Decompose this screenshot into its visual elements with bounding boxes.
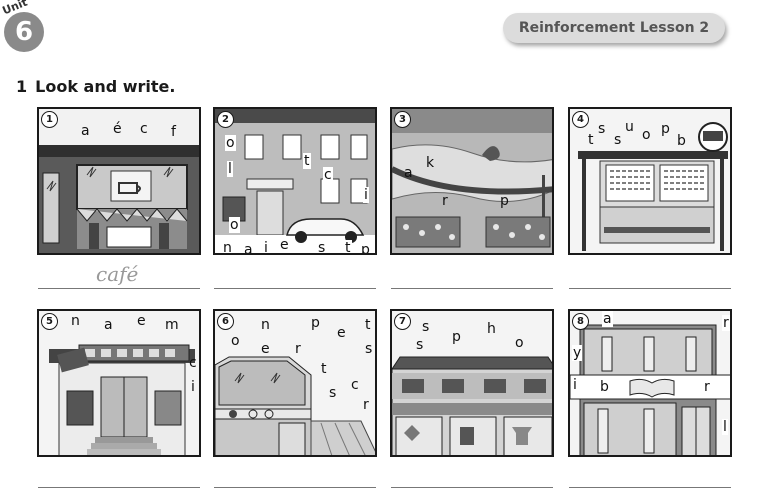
letter-tile: p	[500, 193, 509, 209]
picture-card-4: 4 t s u o p b s	[568, 107, 732, 255]
answer-line-1[interactable]	[38, 288, 200, 289]
letter-tile: i	[363, 187, 369, 203]
letter-tile: s	[365, 341, 373, 357]
letter-tile: o	[225, 135, 236, 151]
letter-tile: t	[344, 240, 352, 255]
letter-tile: s	[614, 132, 622, 148]
card-number: 2	[217, 111, 234, 128]
letter-tile: m	[165, 317, 179, 333]
letter-tile: f	[171, 124, 176, 140]
letter-tile: y	[572, 345, 583, 361]
letter-tile: s	[422, 319, 430, 335]
unit-number: 6	[4, 12, 44, 52]
card-number: 1	[41, 111, 58, 128]
letter-tile: b	[677, 133, 686, 149]
letter-tile: s	[598, 121, 606, 137]
letter-tile: i	[191, 379, 195, 395]
letter-tile: t	[588, 132, 594, 148]
letter-tile: e	[261, 341, 270, 357]
card-number: 4	[572, 111, 589, 128]
answer-line-6[interactable]	[214, 487, 376, 488]
letter-tile: o	[231, 333, 240, 349]
letter-tile: a	[602, 311, 613, 327]
letter-tile: r	[722, 315, 730, 331]
picture-card-6: 6 n p e t o e r t s s c r	[213, 309, 377, 457]
unit-badge: Unit 6	[0, 0, 48, 56]
answer-line-2[interactable]	[214, 288, 376, 289]
letter-tile: t	[365, 317, 371, 333]
letter-tile: p	[452, 329, 461, 345]
answer-line-5[interactable]	[38, 487, 200, 488]
letter-tile: l	[227, 161, 233, 177]
letter-tile: o	[515, 335, 524, 351]
picture-card-3: 3 a k r p	[390, 107, 554, 255]
letter-tile: c	[140, 121, 148, 137]
library-illustration	[570, 311, 730, 455]
letter-tile: p	[311, 315, 320, 331]
letter-tile: n	[261, 317, 270, 333]
letter-tile: p	[360, 242, 371, 253]
letter-tile: a	[104, 317, 113, 333]
letter-tile: c	[323, 167, 333, 183]
card-number: 5	[41, 313, 58, 330]
exercise-number: 1	[16, 77, 28, 96]
answer-line-8[interactable]	[569, 487, 731, 488]
card-number: 6	[217, 313, 234, 330]
letter-tile: p	[661, 121, 670, 137]
letter-tile: n	[222, 240, 233, 255]
letter-tile: e	[337, 325, 346, 341]
letter-tile: c	[351, 377, 359, 393]
letter-tile: t	[321, 361, 327, 377]
letter-tile: b	[600, 379, 609, 395]
answer-line-7[interactable]	[391, 487, 553, 488]
letter-tile: i	[263, 240, 269, 255]
answer-example: café	[96, 262, 139, 286]
exercise-instruction: Look and write.	[35, 77, 176, 96]
letter-tile: t	[303, 153, 311, 169]
picture-card-2: 2 o l t c i o n a i e s t p	[213, 107, 377, 255]
letter-tile: o	[642, 127, 651, 143]
letter-tile: a	[243, 242, 254, 253]
letter-tile: r	[363, 397, 369, 413]
exercise-heading: 1 Look and write.	[16, 77, 175, 96]
cafe-illustration	[39, 109, 199, 253]
letter-tile: i	[572, 377, 578, 393]
answer-line-3[interactable]	[391, 288, 553, 289]
picture-card-7: 7 s p h o s	[390, 309, 554, 457]
card-number: 8	[572, 313, 589, 330]
shops-illustration	[392, 311, 552, 455]
letter-tile: r	[295, 341, 301, 357]
picture-card-8: 8 a r y i b r l	[568, 309, 732, 457]
card-number: 3	[394, 111, 411, 128]
letter-tile: a	[404, 165, 413, 181]
letter-tile: é	[113, 121, 122, 137]
picture-card-5: 5 n a e m c i	[37, 309, 201, 457]
letter-tile: o	[229, 217, 240, 233]
letter-tile: e	[279, 237, 290, 253]
letter-tile: s	[317, 240, 327, 255]
answer-line-4[interactable]	[569, 288, 731, 289]
letter-tile: u	[625, 119, 634, 135]
letter-tile: a	[81, 123, 90, 139]
letter-tile: l	[722, 419, 728, 435]
letter-tile: r	[704, 379, 710, 395]
cinema-illustration	[39, 311, 199, 455]
card-number: 7	[394, 313, 411, 330]
picture-card-1: 1 a é c f	[37, 107, 201, 255]
bus-stop-illustration	[570, 109, 730, 253]
letter-tile: r	[442, 193, 448, 209]
letter-tile: s	[329, 385, 337, 401]
lesson-title: Reinforcement Lesson 2	[503, 13, 725, 43]
letter-tile: c	[189, 355, 197, 371]
police-station-illustration	[215, 109, 375, 253]
letter-tile: k	[426, 155, 435, 171]
letter-tile: h	[487, 321, 496, 337]
sports-centre-illustration	[215, 311, 375, 455]
letter-tile: s	[416, 337, 424, 353]
letter-tile: n	[71, 313, 80, 329]
park-illustration	[392, 109, 552, 253]
letter-tile: e	[137, 313, 146, 329]
